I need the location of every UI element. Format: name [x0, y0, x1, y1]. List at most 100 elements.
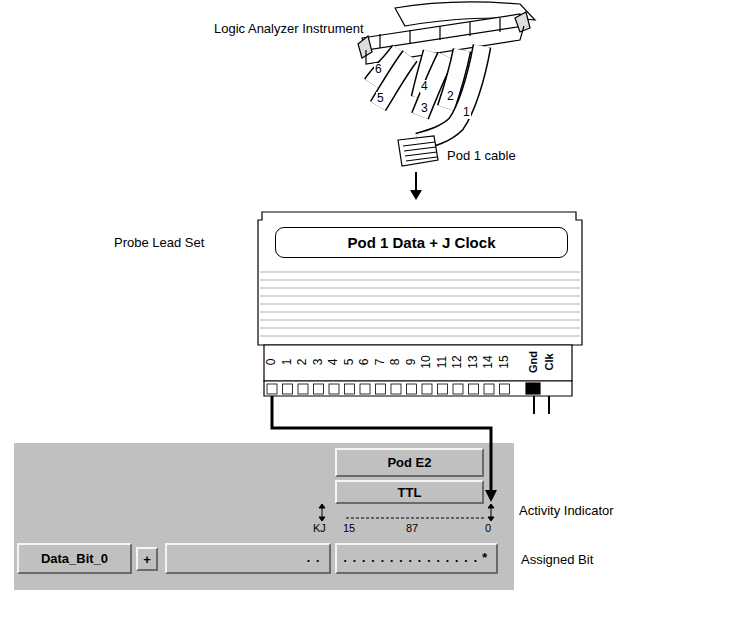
probe-lead-set-body: [260, 304, 580, 305]
pin-number: 13: [467, 355, 480, 368]
pin-number: 15: [498, 355, 511, 368]
expand-button: +: [136, 547, 158, 571]
ribbon-cable: [372, 46, 482, 142]
clock-bits: KJ: [313, 522, 326, 534]
probe-lead-set-body: [391, 384, 401, 394]
connect-arrow: [410, 190, 422, 200]
pin-number: 6: [358, 359, 371, 366]
connect-arrow: [410, 172, 422, 200]
probe-lead-set-body: [264, 345, 572, 381]
pin-number: 0: [265, 359, 278, 366]
activity-indicator: [319, 504, 325, 521]
probe-lead-set-body: [438, 384, 448, 394]
probe-label: Probe Lead Set: [114, 236, 204, 250]
probe-lead-set-body: [260, 320, 580, 321]
cable-number: 1: [462, 106, 471, 119]
probe-lead-set-body: [526, 383, 540, 394]
instrument-label: Logic Analyzer Instrument: [214, 22, 364, 36]
probe-lead-set-body: [298, 384, 308, 394]
probe-lead-set-body: [329, 384, 339, 394]
box-text: TTL: [398, 485, 422, 500]
cable-number: 3: [420, 102, 429, 115]
probe-lead-set-body: [260, 328, 580, 329]
pin-number: 10: [420, 355, 433, 368]
probe-lead-set-body: [533, 396, 535, 414]
clock-bit-field: ..: [165, 543, 331, 574]
cable-label: Pod 1 cable: [447, 149, 516, 163]
probe-lead-set-body: [484, 384, 494, 394]
probe-lead-set-body: [376, 384, 386, 394]
cable-number: 4: [420, 80, 429, 93]
threshold-box: TTL: [335, 480, 484, 504]
label-name-box: Data_Bit_0: [17, 543, 132, 574]
callout-label: Assigned Bit: [521, 553, 593, 567]
probe-lead-set-body: [260, 272, 580, 336]
pod-connector: [398, 136, 438, 166]
ribbon-cable: [418, 46, 482, 142]
probe-lead-set-body: [260, 280, 580, 281]
cable-number: 5: [376, 92, 385, 105]
pin-number: 3: [312, 359, 325, 366]
probe-lead-set-body: [407, 384, 417, 394]
probe-lead-set-body: [453, 384, 463, 394]
activity-indicator: [488, 504, 494, 521]
probe-wire: [272, 396, 491, 492]
bit-number: 0: [485, 522, 491, 534]
probe-lead-set-body: [260, 336, 580, 337]
pin-number: 2: [296, 359, 309, 366]
logic-analyzer-instrument: [515, 12, 530, 32]
pin-number: 7: [374, 359, 387, 366]
activity-indicator: [319, 504, 494, 521]
pin-number: 4: [327, 359, 340, 366]
pin-number: 12: [451, 355, 464, 368]
probe-lead-set-body: [258, 212, 582, 345]
probe-lead-set-body: [260, 288, 580, 289]
probe-lead-set-body: [260, 312, 580, 313]
pin-name: Clk: [543, 353, 555, 370]
ribbon-cable: [420, 56, 446, 116]
box-text: Data_Bit_0: [41, 551, 108, 566]
pod-connector: [403, 142, 437, 161]
pod-name-box: Pod E2: [335, 448, 484, 477]
pin-number: 9: [405, 359, 418, 366]
probe-lead-set-body: [267, 384, 510, 394]
box-text: Pod 1 Data + J Clock: [348, 234, 496, 251]
bit-number: 15: [343, 522, 355, 534]
box-text: ..: [304, 551, 323, 566]
probe-lead-set-body: [469, 384, 479, 394]
connect-arrow: [415, 172, 417, 192]
ribbon-cable: [418, 46, 482, 142]
probe-lead-set-body: [548, 396, 550, 414]
probe-lead-set-body: [345, 384, 355, 394]
probe-lead-set-body: [260, 296, 580, 297]
probe-lead-set-body: [267, 384, 277, 394]
pin-name: Gnd: [527, 351, 539, 373]
pin-number: 14: [482, 355, 495, 368]
probe-lead-set-body: [264, 381, 572, 396]
logic-analyzer-instrument: [362, 14, 524, 50]
ribbon-cable: [420, 56, 446, 116]
pin-number: 11: [436, 356, 449, 368]
bit-range-line: [346, 518, 486, 519]
cable-number: 6: [374, 63, 383, 76]
probe-lead-set-body: [314, 384, 324, 394]
probe-lead-set-body: [258, 212, 582, 414]
probe-lead-set-body: [500, 384, 510, 394]
pod-connector: [398, 136, 438, 166]
probe-wire: [485, 490, 497, 502]
pin-number: 1: [281, 359, 294, 366]
pod-label-box: Pod 1 Data + J Clock: [275, 227, 568, 258]
callout-label: Activity Indicator: [519, 504, 614, 518]
probe-lead-set-body: [283, 384, 293, 394]
pin-number: 5: [343, 359, 356, 366]
pin-number: 8: [389, 359, 402, 366]
bit-number: 87: [406, 522, 418, 534]
box-text: ...............*: [341, 551, 490, 566]
probe-lead-set-body: [422, 384, 432, 394]
box-text: Pod E2: [387, 455, 431, 470]
probe-lead-set-body: [360, 384, 370, 394]
data-bit-field: ...............*: [335, 543, 498, 574]
logic-analyzer-instrument: [358, 36, 372, 58]
cable-number: 2: [446, 90, 455, 103]
